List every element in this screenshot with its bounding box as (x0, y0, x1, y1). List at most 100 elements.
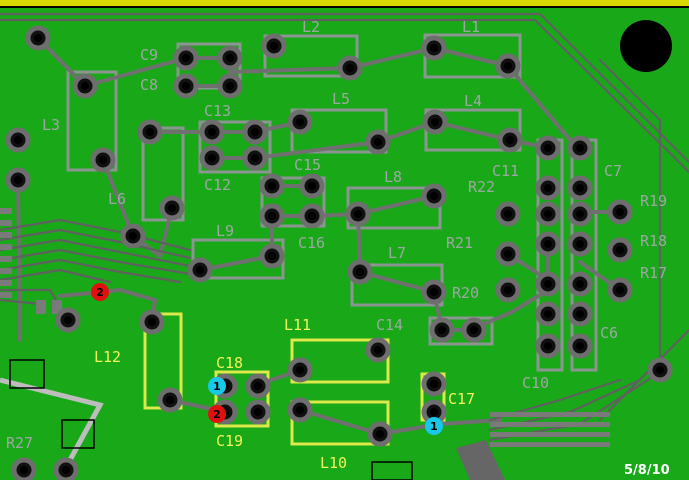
pad-drill-hole (576, 144, 584, 152)
label-C16: C16 (298, 234, 325, 252)
board-date: 5/8/10 (624, 463, 670, 478)
pad-drill-hole (168, 204, 176, 212)
outline-C16 (260, 176, 326, 228)
bus-trace-8 (0, 298, 42, 306)
through-hole-pads (5, 25, 673, 480)
pad-drill-hole (182, 82, 190, 90)
pad-drill-hole (14, 176, 22, 184)
pad-drill-hole (64, 316, 72, 324)
outline-L2 (263, 34, 359, 78)
outline-L3 (66, 70, 118, 172)
label-R18: R18 (640, 232, 667, 250)
pad-drill-hole (506, 136, 514, 144)
label-L5: L5 (332, 90, 350, 108)
label-L2: L2 (302, 18, 320, 36)
pad-drill-hole (430, 288, 438, 296)
footprint-bottom-left-2 (61, 419, 95, 449)
label-R22: R22 (468, 178, 495, 196)
pad-drill-hole (62, 466, 70, 474)
footprint-bottom-left-1 (9, 359, 45, 389)
label-C15: C15 (294, 156, 321, 174)
footprint-bottom-center (371, 461, 413, 480)
pad-drill-hole (544, 310, 552, 318)
pad-drill-hole (430, 192, 438, 200)
label-L4: L4 (464, 92, 482, 110)
pad-drill-hole (129, 232, 137, 240)
pad-drill-hole (374, 138, 382, 146)
svg-text:2: 2 (213, 408, 221, 421)
marker-cyan-right: 1 (425, 417, 443, 435)
pad-drill-hole (504, 286, 512, 294)
label-C10: C10 (522, 374, 549, 392)
pad-drill-hole (438, 326, 446, 334)
label-L1: L1 (462, 18, 480, 36)
pad-drill-hole (148, 318, 156, 326)
bus-trace-5 (0, 258, 182, 284)
trace-right-edge (598, 58, 662, 372)
pad-drill-hole (268, 182, 276, 190)
pad-drill-hole (470, 326, 478, 334)
pad-drill-hole (251, 154, 259, 162)
marker-red-bottom: 2 (208, 405, 226, 423)
label-L12: L12 (94, 348, 121, 366)
pad-drill-hole (616, 246, 624, 254)
marker-red-top: 2 (91, 283, 109, 301)
pad-drill-hole (576, 184, 584, 192)
label-C18: C18 (216, 354, 243, 372)
label-R21: R21 (446, 234, 473, 252)
pad-drill-hole (576, 210, 584, 218)
svg-text:1: 1 (213, 380, 221, 393)
label-R17: R17 (640, 264, 667, 282)
pad-drill-hole (34, 34, 42, 42)
pad-drill-hole (268, 212, 276, 220)
pad-drill-hole (616, 286, 624, 294)
pad-drill-hole (576, 342, 584, 350)
bus-trace-1 (0, 218, 192, 252)
label-C11: C11 (492, 162, 519, 180)
label-L10: L10 (320, 454, 347, 472)
pad-drill-hole (576, 240, 584, 248)
label-C17: C17 (448, 390, 475, 408)
label-C14: C14 (376, 316, 403, 334)
trace-C12-L4 (210, 120, 437, 160)
trace-C14-right (440, 288, 550, 332)
bus-trace-4 (0, 248, 192, 276)
label-C19: C19 (216, 432, 243, 450)
pad-drill-hole (251, 128, 259, 136)
pad-drill-hole (226, 82, 234, 90)
label-R20: R20 (452, 284, 479, 302)
pad-drill-hole (544, 144, 552, 152)
pad-drill-hole (208, 154, 216, 162)
ground-trace-outer (0, 12, 689, 164)
pad-drill-hole (430, 380, 438, 388)
pad-drill-hole (576, 280, 584, 288)
pad-drill-hole (544, 210, 552, 218)
pad-drill-hole (270, 42, 278, 50)
smd-pad-array-right (490, 412, 610, 447)
pad-drill-hole (356, 268, 364, 276)
svg-text:2: 2 (96, 286, 104, 299)
top-edge-line (0, 6, 689, 8)
pad-drill-hole (346, 64, 354, 72)
pad-drill-hole (374, 346, 382, 354)
pad-drill-hole (254, 382, 262, 390)
pad-drill-hole (504, 250, 512, 258)
smd-pad-array-left (0, 208, 62, 314)
pad-drill-hole (354, 210, 362, 218)
outline-L10 (290, 400, 390, 446)
pad-drill-hole (504, 210, 512, 218)
label-C12: C12 (204, 176, 231, 194)
label-L7: L7 (388, 244, 406, 262)
pad-drill-hole (308, 212, 316, 220)
label-C7: C7 (604, 162, 622, 180)
pad-drill-hole (504, 62, 512, 70)
svg-text:1: 1 (430, 420, 438, 433)
pad-drill-hole (296, 406, 304, 414)
pad-drill-hole (430, 44, 438, 52)
trace-left-vertical (16, 178, 22, 342)
trace-C13 (148, 120, 302, 134)
pad-drill-hole (14, 136, 22, 144)
pad-drill-hole (254, 408, 262, 416)
pad-drill-hole (81, 82, 89, 90)
pad-drill-hole (376, 430, 384, 438)
